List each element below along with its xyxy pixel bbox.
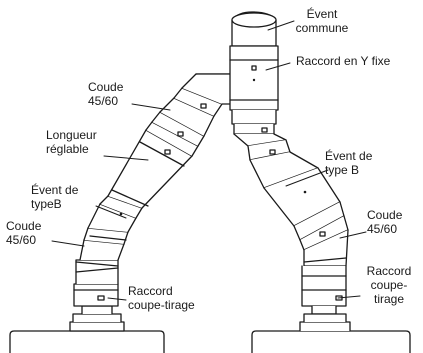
label-raccord-y: Raccord en Y fixe xyxy=(296,54,391,68)
label-event-commune: Évent commune xyxy=(295,7,349,35)
right-vent-assembly xyxy=(229,11,351,332)
leader-coude-low-left xyxy=(51,240,85,247)
label-coude-right: Coude 45/60 xyxy=(367,208,403,236)
leader-coude-right xyxy=(339,231,367,239)
left-vent-assembly xyxy=(69,73,243,332)
left-base-collar xyxy=(69,321,125,332)
left-draft-hood xyxy=(73,283,119,307)
leader-raccord-right xyxy=(337,295,361,299)
leader-longueur xyxy=(103,155,149,161)
leader-event-right xyxy=(285,169,329,187)
label-coude-low-left: Coude 45/60 xyxy=(6,219,42,247)
y-connector xyxy=(229,45,279,111)
label-event-type-b-left: Évent de typeB xyxy=(31,183,79,211)
label-raccord-coupe-tirage-right: Raccord coupe- tirage xyxy=(366,264,412,306)
label-raccord-coupe-tirage-left: Raccord coupe-tirage xyxy=(128,284,195,312)
leader-event-left xyxy=(95,205,127,219)
label-longueur-reglable: Longueur réglable xyxy=(46,128,97,156)
label-event-type-b-right: Évent de type B xyxy=(325,149,373,177)
leader-raccord-y xyxy=(265,62,291,71)
left-appliance xyxy=(9,330,165,353)
leader-event-commune xyxy=(267,20,295,31)
right-appliance xyxy=(251,330,411,353)
label-coude-top-left: Coude 45/60 xyxy=(88,80,124,108)
leader-raccord-left xyxy=(107,297,127,301)
right-base-collar xyxy=(299,321,351,332)
leader-coude-top-left xyxy=(131,103,171,111)
leader-lines xyxy=(51,20,367,301)
